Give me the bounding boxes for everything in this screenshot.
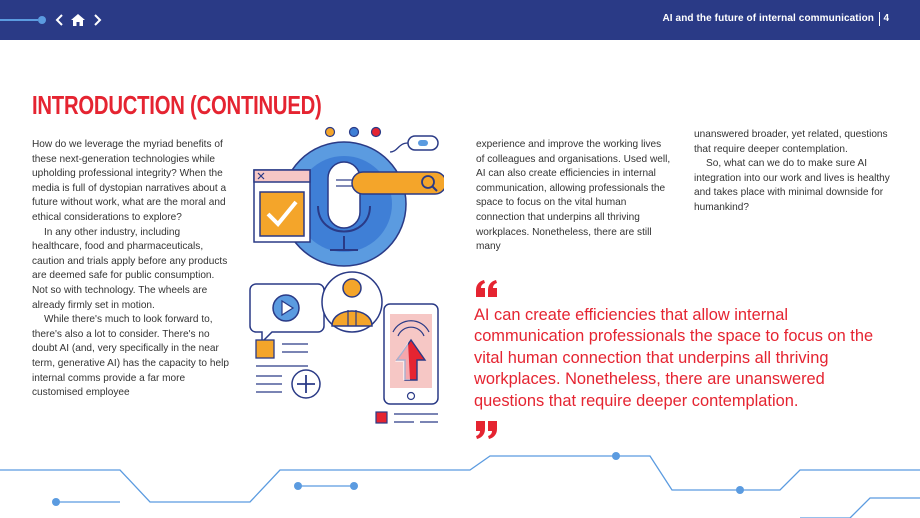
home-icon[interactable] xyxy=(70,11,86,29)
close-quote-icon xyxy=(476,421,497,439)
body-column-1: How do we leverage the myriad benefits o… xyxy=(32,138,232,401)
list-item-icon xyxy=(375,411,438,424)
video-bubble-icon xyxy=(249,283,325,344)
open-quote-icon xyxy=(476,280,497,297)
nav-controls xyxy=(0,11,104,29)
paragraph: So, what can we do to make sure AI integ… xyxy=(694,158,890,213)
document-title: AI and the future of internal communicat… xyxy=(662,13,874,24)
page-number: 4 xyxy=(883,13,889,24)
dot-blue xyxy=(348,126,360,138)
paragraph: In any other industry, including healthc… xyxy=(32,226,228,311)
paragraph: How do we leverage the myriad benefits o… xyxy=(32,139,227,223)
dot-red xyxy=(370,126,382,138)
mouse-icon xyxy=(389,135,439,153)
phone-icon xyxy=(383,303,439,405)
circuit-decoration xyxy=(0,452,920,518)
add-circle-icon xyxy=(256,369,321,399)
microphone-icon xyxy=(317,161,371,251)
pull-quote: AI can create efficiencies that allow in… xyxy=(474,306,874,410)
ai-communication-illustration xyxy=(249,126,444,424)
chevron-right-icon[interactable] xyxy=(90,12,104,28)
avatar-icon xyxy=(321,271,383,333)
paragraph: unanswered broader, yet related, questio… xyxy=(694,129,888,155)
chevron-left-icon[interactable] xyxy=(52,12,66,28)
title-separator xyxy=(879,12,880,26)
text-lines-icon xyxy=(255,339,308,367)
page-title: INTRODUCTION (CONTINUED) xyxy=(32,90,322,120)
body-column-3: unanswered broader, yet related, questio… xyxy=(694,128,890,216)
checklist-window-icon xyxy=(253,169,311,243)
paragraph: experience and improve the working lives… xyxy=(476,139,671,253)
paragraph: While there's much to look forward to, t… xyxy=(32,314,229,399)
dot-orange xyxy=(324,126,336,138)
body-column-2: experience and improve the working lives… xyxy=(476,138,672,255)
header-bar: AI and the future of internal communicat… xyxy=(0,0,920,40)
search-bar-icon xyxy=(351,171,444,195)
